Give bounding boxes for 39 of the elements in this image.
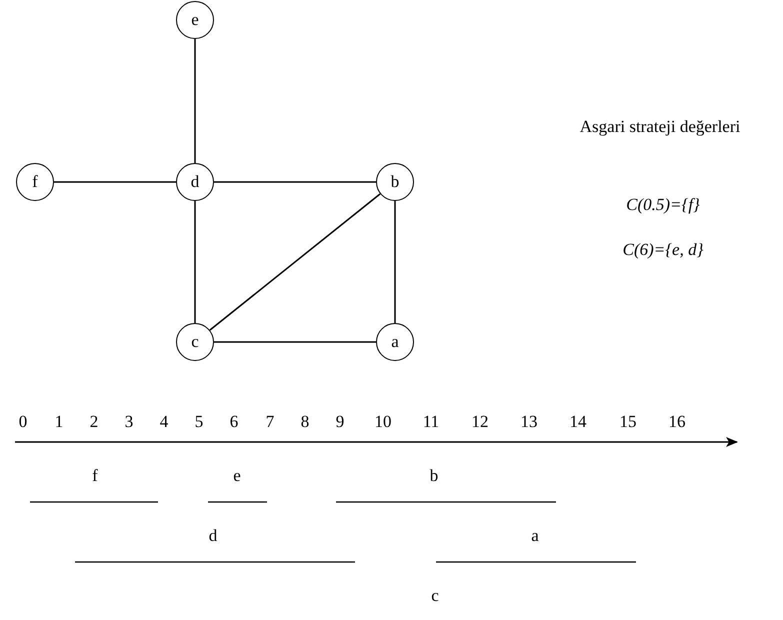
axis-tick-label: 8 — [300, 412, 310, 432]
axis-tick-label: 3 — [124, 412, 134, 432]
axis-tick-label: 9 — [336, 412, 344, 432]
axis-tick-label: 6 — [230, 412, 238, 432]
graph-edge — [214, 341, 376, 343]
graph-vertex: f — [16, 163, 54, 201]
axis-tick-label: 15 — [620, 412, 636, 432]
interval-label: e — [233, 466, 241, 486]
graph-edge — [194, 39, 196, 163]
axis-tick-label: 12 — [472, 412, 488, 432]
graph-vertex: c — [176, 323, 214, 361]
graph-edge — [214, 181, 376, 183]
interval-label: d — [208, 526, 218, 546]
graph-vertex: b — [376, 163, 414, 201]
heading: Asgari strateji değerleri — [580, 117, 740, 137]
axis-tick-label: 0 — [18, 412, 28, 432]
interval-label: c — [431, 586, 439, 606]
axis-tick-label: 11 — [422, 412, 440, 432]
graph-edge — [209, 193, 381, 331]
axis-tick-label: 16 — [668, 412, 686, 432]
axis-tick-label: 13 — [520, 412, 538, 432]
interval-label: b — [430, 466, 438, 486]
graph-vertex: a — [376, 323, 414, 361]
graph-edge — [394, 201, 396, 323]
formula-text: C(6)={e, d} — [622, 240, 704, 260]
axis-tick-label: 10 — [374, 412, 392, 432]
graph-edge — [54, 181, 176, 183]
graph-vertex: e — [176, 1, 214, 39]
interval-label: f — [92, 466, 98, 486]
axis-tick-label: 1 — [54, 412, 64, 432]
axis-tick-label: 7 — [266, 412, 274, 432]
formula-text: C(0.5)={f} — [626, 195, 700, 215]
axis-tick-label: 2 — [90, 412, 98, 432]
interval-label: a — [531, 526, 539, 546]
axis-tick-label: 5 — [194, 412, 204, 432]
axis-tick-label: 14 — [570, 412, 586, 432]
graph-edge — [194, 201, 196, 323]
axis-tick-label: 4 — [160, 412, 168, 432]
graph-vertex: d — [176, 163, 214, 201]
